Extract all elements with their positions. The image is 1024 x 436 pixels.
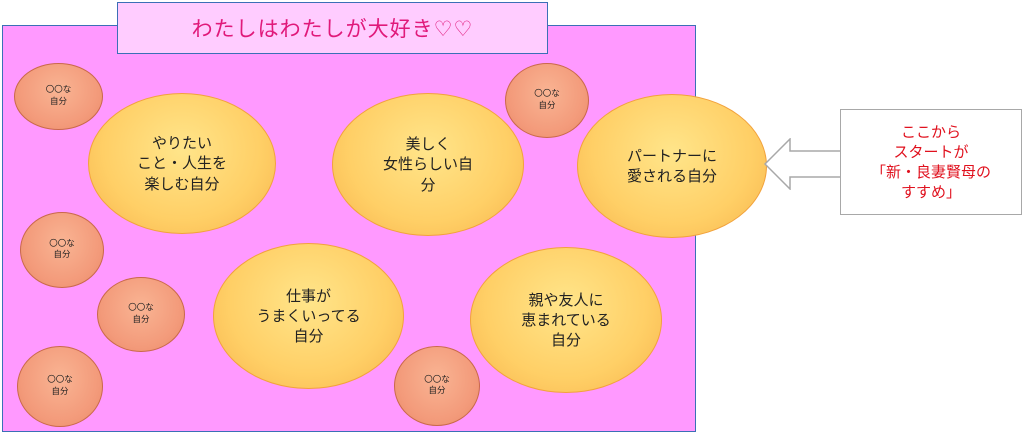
bubble-blessed-with-family: 親や友人に 恵まれている 自分 — [470, 247, 662, 393]
bubble-feminine-self: 美しく 女性らしい自 分 — [332, 93, 524, 236]
small-bubble: 〇〇な 自分 — [17, 346, 103, 427]
diagram-title: わたしはわたしが大好き♡♡ — [117, 2, 548, 54]
bubble-enjoy-life: やりたい こと・人生を 楽しむ自分 — [88, 93, 276, 234]
start-note-box: ここから スタートが 「新・良妻賢母の すすめ」 — [840, 109, 1022, 215]
bubble-work-going-well: 仕事が うまくいってる 自分 — [213, 243, 404, 389]
bubble-loved-by-partner: パートナーに 愛される自分 — [577, 94, 767, 238]
small-bubble: 〇〇な 自分 — [394, 346, 480, 426]
small-bubble: 〇〇な 自分 — [14, 63, 103, 130]
small-bubble: 〇〇な 自分 — [20, 212, 104, 288]
small-bubble: 〇〇な 自分 — [97, 277, 185, 352]
small-bubble: 〇〇な 自分 — [505, 63, 589, 138]
left-arrow-icon — [764, 138, 843, 190]
